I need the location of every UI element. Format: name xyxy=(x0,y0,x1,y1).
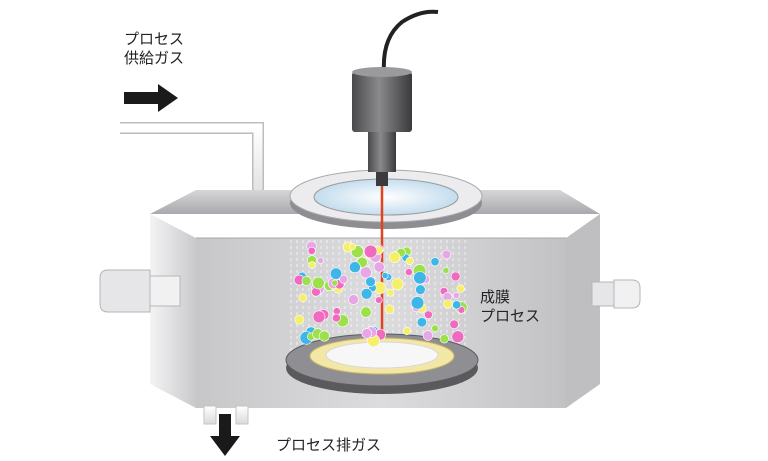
particle xyxy=(422,330,434,341)
particle xyxy=(452,300,462,310)
exhaust-pipe xyxy=(203,405,249,425)
chamber-right-side xyxy=(566,214,600,408)
particle xyxy=(360,287,373,300)
particle xyxy=(298,293,308,303)
particle xyxy=(402,326,412,336)
particle-cloud xyxy=(293,240,468,348)
chamber-left-side xyxy=(150,214,196,408)
sensor-probe-icon xyxy=(352,9,439,186)
particle xyxy=(381,272,389,279)
particle xyxy=(375,296,383,304)
left-port xyxy=(99,269,181,313)
particle xyxy=(331,279,339,287)
particle xyxy=(384,304,395,314)
window-port-icon xyxy=(289,169,483,229)
particle xyxy=(441,249,452,260)
particle xyxy=(331,313,341,323)
particle xyxy=(363,244,378,259)
particle xyxy=(456,284,465,293)
particle xyxy=(317,257,324,264)
particle xyxy=(312,310,326,324)
particle xyxy=(308,261,317,269)
particle xyxy=(361,328,373,339)
supply-gas-pipe xyxy=(120,122,264,210)
right-port xyxy=(591,279,641,309)
film-process-label-line1: 成膜 xyxy=(480,288,511,306)
particle xyxy=(439,334,449,344)
particle xyxy=(348,243,356,251)
particle xyxy=(391,278,404,291)
particle xyxy=(413,271,427,285)
particle xyxy=(451,330,465,344)
particle xyxy=(312,276,325,290)
particle xyxy=(410,296,425,310)
particle xyxy=(359,266,372,279)
particle xyxy=(360,306,372,318)
particle xyxy=(443,299,453,309)
supply-gas-label: プロセス 供給ガス xyxy=(124,30,184,68)
particle xyxy=(318,330,330,342)
particle xyxy=(450,271,461,282)
particle xyxy=(431,324,439,333)
particle xyxy=(424,310,433,320)
film-process-label: 成膜 プロセス xyxy=(480,288,540,326)
particle xyxy=(386,288,395,297)
particle xyxy=(294,314,305,325)
particle xyxy=(430,257,440,267)
particle xyxy=(339,274,348,284)
particle xyxy=(307,246,316,255)
particle xyxy=(348,294,359,305)
particle xyxy=(449,319,459,329)
arrow-down-icon xyxy=(210,414,240,456)
arrow-right-icon xyxy=(124,84,178,112)
particle xyxy=(329,267,343,280)
substrate-stage-icon xyxy=(285,333,479,394)
supply-gas-label-line2: 供給ガス xyxy=(124,49,185,67)
particle xyxy=(388,251,401,264)
particle xyxy=(442,266,450,274)
supply-gas-label-line1: プロセス xyxy=(124,30,185,48)
particle xyxy=(415,284,426,295)
particle xyxy=(365,276,376,287)
particle xyxy=(405,256,414,265)
film-process-label-line2: プロセス xyxy=(480,307,541,325)
exhaust-gas-label: プロセス排ガス xyxy=(276,436,382,454)
particle xyxy=(416,317,428,328)
particle xyxy=(452,291,460,299)
particle xyxy=(404,268,413,276)
particle xyxy=(348,261,361,274)
particle xyxy=(301,275,312,286)
particle xyxy=(373,261,385,273)
